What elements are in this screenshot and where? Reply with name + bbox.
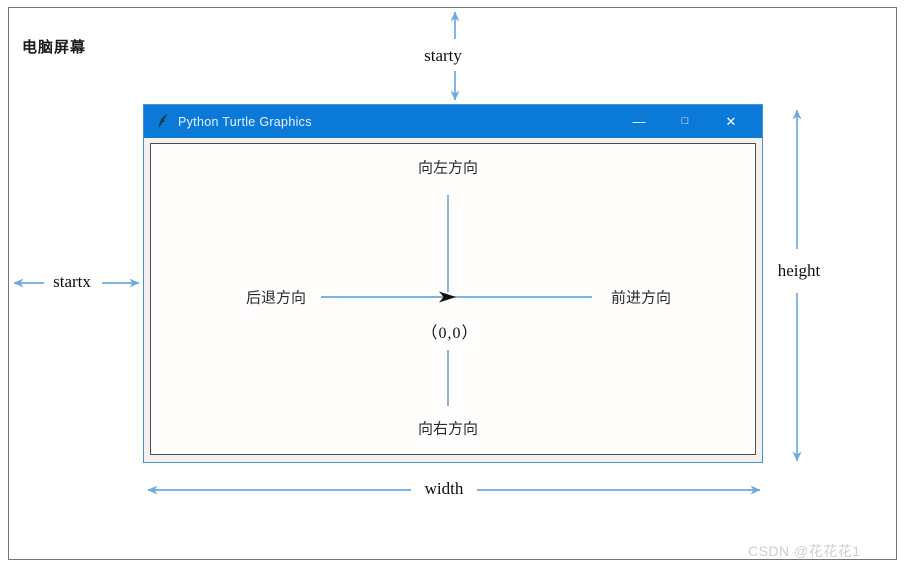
width-label: width: [424, 479, 464, 498]
close-button[interactable]: ✕: [725, 114, 737, 129]
back-direction-label: 后退方向: [245, 289, 307, 307]
csdn-watermark: CSDN @花花花1: [748, 543, 861, 559]
height-label: height: [777, 261, 821, 280]
startx-label: startx: [53, 272, 91, 291]
computer-screen-boundary: [8, 7, 897, 560]
feather-icon: [158, 114, 168, 128]
window-body: [144, 138, 762, 462]
turtle-graphics-window: Python Turtle Graphics — □ ✕: [143, 104, 763, 463]
window-title: Python Turtle Graphics: [178, 114, 312, 129]
window-titlebar[interactable]: Python Turtle Graphics — □ ✕: [144, 105, 762, 138]
computer-screen-label: 电脑屏幕: [22, 39, 87, 56]
window-controls: — □ ✕: [616, 105, 754, 138]
forward-direction-label: 前进方向: [610, 289, 672, 307]
origin-label: （0,0）: [421, 325, 479, 342]
minimize-button[interactable]: —: [632, 114, 646, 129]
down-direction-label: 向右方向: [417, 420, 479, 438]
up-direction-label: 向左方向: [417, 159, 479, 177]
maximize-button[interactable]: □: [681, 115, 689, 127]
starty-label: starty: [424, 46, 462, 65]
